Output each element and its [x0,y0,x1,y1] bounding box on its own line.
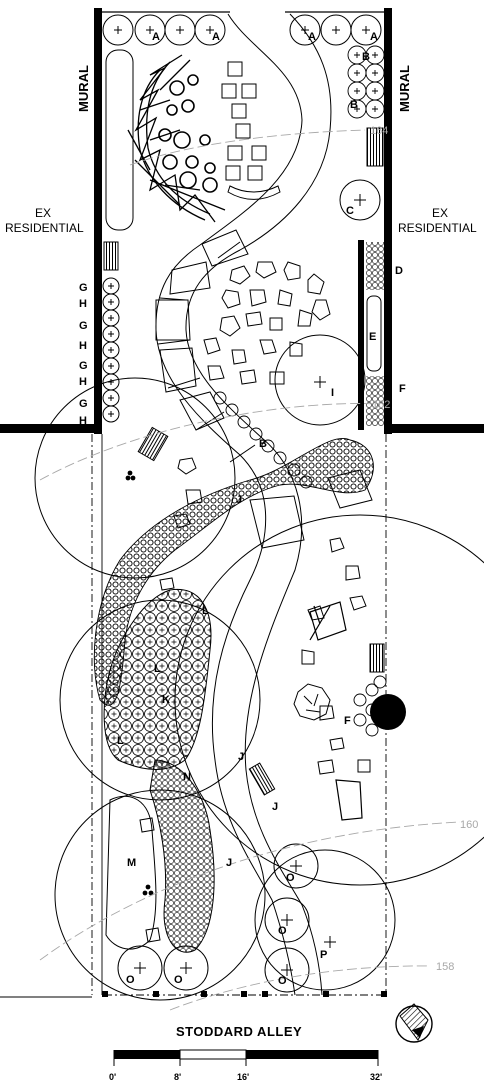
bench-left [103,241,119,271]
planter-left [105,49,134,231]
svg-text:J: J [226,857,232,869]
svg-text:B: B [350,99,358,111]
tree-trunk-dots [125,470,154,896]
svg-text:A: A [370,31,378,43]
contour-158: 158 [436,961,454,973]
boulders-nest [158,74,218,193]
property-lines [0,434,387,998]
svg-text:P: P [320,949,327,961]
fence-posts [102,991,387,997]
left-column-codes: G H G H G H G H [79,282,88,427]
stepping-slabs [155,229,373,549]
scale-bar: 0' 8' 16' 32' [109,1049,382,1082]
logs [309,601,363,821]
svg-text:J: J [236,494,242,506]
svg-text:I: I [331,387,334,399]
contour-162: 162 [372,399,390,411]
svg-text:M: M [127,857,136,869]
main-path [155,13,332,996]
svg-text:A: A [152,31,160,43]
ex-right-2: RESIDENTIAL [398,221,477,235]
nest-structure [127,54,226,223]
contour-164: 164 [370,125,388,137]
svg-text:G: G [79,320,88,332]
dark-tree [370,694,406,730]
svg-text:O: O [126,974,135,986]
svg-text:O: O [286,872,295,884]
svg-text:L: L [154,663,161,675]
svg-text:H: H [79,415,87,427]
svg-text:F: F [399,383,406,395]
svg-text:O: O [278,975,287,987]
svg-text:L: L [202,605,209,617]
contour-160: 160 [460,819,478,831]
svg-text:G: G [79,398,88,410]
spiral-pavers [203,261,331,385]
svg-text:B: B [362,51,370,63]
shrub-column-right [347,45,385,119]
svg-text:O: O [278,925,287,937]
plant-mass-n [149,759,215,953]
svg-text:B: B [259,438,267,450]
left-shrub-column [102,277,120,423]
shrub-pile [293,683,331,721]
svg-text:A: A [308,31,316,43]
svg-text:O: O [174,974,183,986]
bench-left-upper [137,426,169,462]
svg-text:H: H [79,298,87,310]
shrubs-f [353,675,387,737]
svg-text:F: F [344,715,351,727]
bench-right-top [366,127,384,167]
scale-tick-0: 0' [109,1072,116,1082]
svg-text:J: J [272,801,278,813]
svg-text:N: N [183,771,191,783]
svg-text:E: E [369,331,376,343]
mural-label-left: MURAL [76,65,91,112]
svg-text:H: H [79,376,87,388]
north-arrow-icon [395,1003,433,1043]
small-trees-o [117,843,319,993]
bed-m [105,795,157,950]
mural-label-right: MURAL [397,65,412,112]
bench-lower-mid [248,762,276,796]
svg-text:J: J [238,751,244,763]
svg-text:G: G [79,360,88,372]
tree-row-top-right [289,14,382,46]
plant-codes: A A A A B B C D E F I B J L L K L F J J … [117,31,406,987]
seating-blocks [221,61,281,200]
scale-tick-32: 32' [370,1072,382,1082]
svg-text:G: G [79,282,88,294]
tree-p [324,936,336,948]
contour-lines [39,129,461,1011]
tree-row-top-left [102,14,226,46]
bench-right-lower [369,643,385,673]
ex-right-1: EX [432,206,448,220]
svg-text:L: L [117,735,124,747]
tree-i-canopy [274,334,366,426]
bed-e [366,295,382,372]
svg-text:H: H [79,340,87,352]
svg-text:A: A [212,31,220,43]
scale-tick-8: 8' [174,1072,181,1082]
svg-text:D: D [395,265,403,277]
svg-text:C: C [346,205,354,217]
tree-c [339,179,381,221]
scale-tick-16: 16' [237,1072,249,1082]
plant-mass-l [103,588,212,770]
svg-text:K: K [162,694,170,706]
ex-left-1: EX [35,206,51,220]
shrub-bed-d [366,242,384,426]
alley-label: STODDARD ALLEY [176,1024,302,1039]
ex-left-2: RESIDENTIAL [5,221,84,235]
site-walls [0,8,484,434]
